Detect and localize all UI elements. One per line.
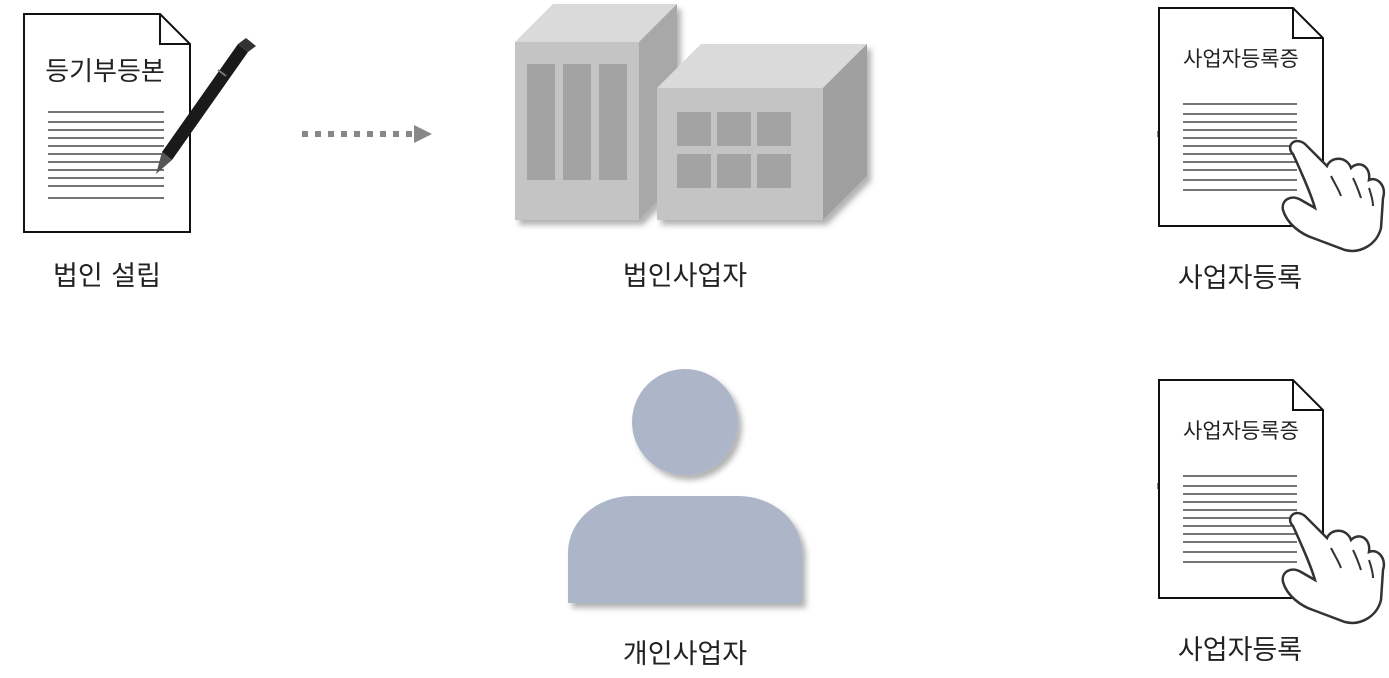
individual-business-node <box>560 365 810 610</box>
arrow-incorporation-to-corporate <box>302 125 432 143</box>
caption-individual-business: 개인사업자 <box>622 639 748 670</box>
buildings-icon <box>515 4 867 220</box>
corporate-registration-node: 사업자등록증 <box>1155 4 1387 260</box>
person-icon <box>568 369 802 603</box>
caption-corporate-registration: 사업자등록 <box>1177 263 1303 294</box>
pointing-hand-icon <box>1281 139 1386 253</box>
caption-corporate-business: 법인사업자 <box>622 261 748 292</box>
doc-title-registry: 등기부등본 <box>45 57 165 87</box>
doc-title-certificate: 사업자등록증 <box>1183 419 1299 443</box>
document-with-pen-icon: 등기부등본 <box>23 13 256 233</box>
corporate-business-node <box>505 0 875 235</box>
certificate-with-hand-icon: 사업자등록증 <box>1158 7 1386 253</box>
pointing-hand-icon <box>1281 511 1386 625</box>
caption-individual-registration: 사업자등록 <box>1177 635 1303 666</box>
caption-incorporation: 법인 설립 <box>53 261 161 292</box>
individual-registration-node: 사업자등록증 <box>1155 376 1387 632</box>
certificate-with-hand-icon: 사업자등록증 <box>1158 379 1386 625</box>
pen-icon <box>156 38 256 174</box>
incorporation-node: 등기부등본 <box>20 10 270 240</box>
doc-title-certificate: 사업자등록증 <box>1183 47 1299 71</box>
